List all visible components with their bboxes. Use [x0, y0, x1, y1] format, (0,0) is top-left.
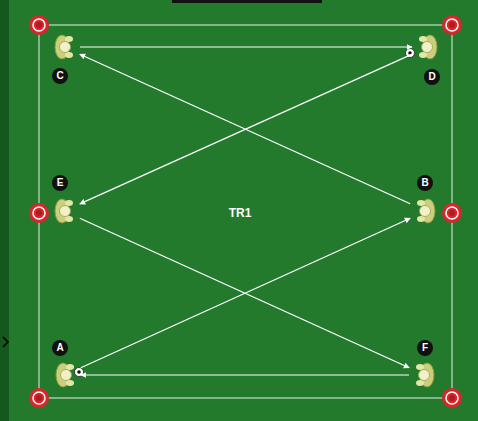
player-letter: E	[52, 175, 68, 191]
player-letter: D	[424, 69, 440, 85]
top-bar	[172, 0, 322, 3]
player-icon	[419, 35, 437, 59]
player-icon	[55, 199, 73, 223]
player-node: B	[412, 174, 440, 225]
player-node: F	[411, 339, 439, 389]
pass-arrow	[80, 54, 410, 204]
pass-arrow	[80, 46, 412, 47]
player-node: C	[50, 33, 78, 85]
player-icon	[55, 35, 73, 59]
player-icon	[417, 199, 435, 223]
pass-arrow	[80, 54, 412, 204]
player-node: A	[51, 339, 79, 389]
player-letter: B	[417, 175, 433, 191]
drill-label: TR1	[229, 206, 252, 220]
pass-arrow	[81, 218, 410, 368]
edge-marker	[3, 337, 8, 347]
pass-arrow	[81, 374, 409, 375]
player-node: D	[414, 33, 442, 86]
player-node: E	[50, 174, 78, 225]
boundary-line	[39, 25, 452, 398]
player-icon	[56, 363, 74, 387]
side-strip	[0, 0, 9, 421]
cones	[29, 15, 462, 408]
player-letter: F	[417, 340, 433, 356]
player-icon	[416, 363, 434, 387]
player-letter: A	[52, 340, 68, 356]
player-letter: C	[52, 68, 68, 84]
pass-arrow	[80, 218, 409, 368]
